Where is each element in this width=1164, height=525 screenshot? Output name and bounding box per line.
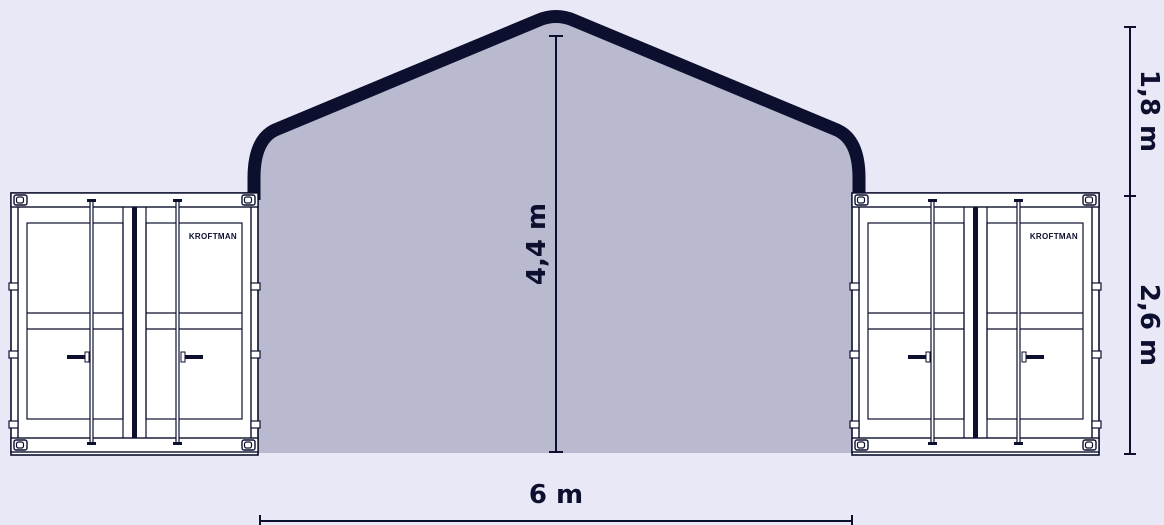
roof-height-label: 1,8 m — [1134, 70, 1164, 152]
tent-frame — [247, 10, 866, 200]
height-dimension-line — [549, 35, 563, 453]
width-dimension-line — [259, 515, 853, 525]
container-height-label: 2,6 m — [1134, 284, 1164, 366]
right-container-brand: KROFTMAN — [1030, 232, 1078, 241]
left-container-brand: KROFTMAN — [189, 232, 237, 241]
right-container: KROFTMAN — [849, 192, 1102, 456]
height-label: 4,4 m — [522, 203, 552, 285]
left-container: KROFTMAN — [8, 192, 261, 456]
right-dimension-line — [1124, 26, 1136, 455]
width-label: 6 m — [529, 480, 583, 510]
